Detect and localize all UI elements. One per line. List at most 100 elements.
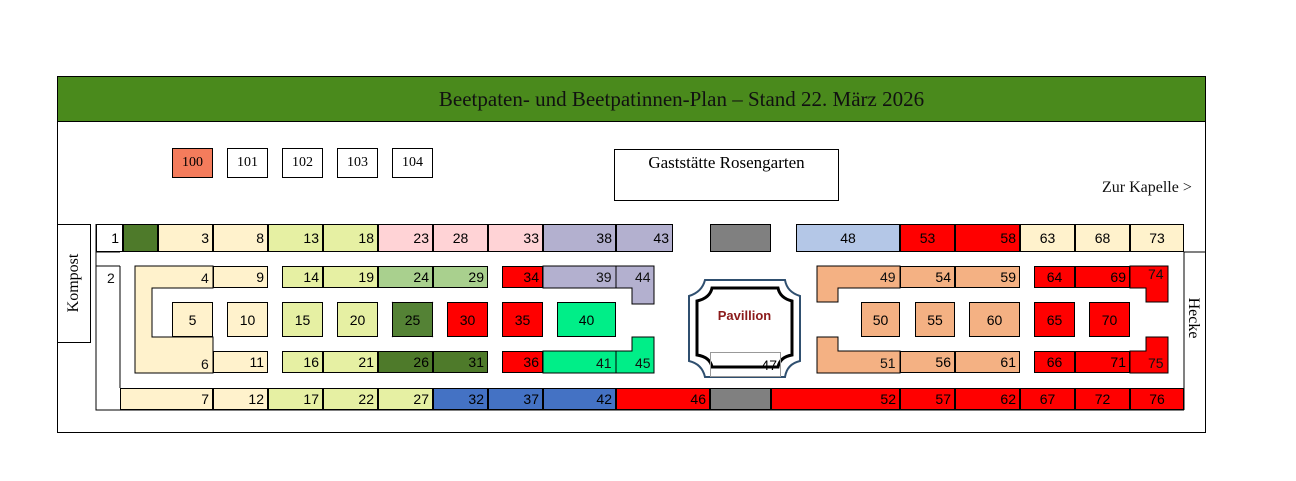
garden-bed-50[interactable]: 50 [861,302,900,337]
garden-bed-32[interactable]: 32 [433,388,488,410]
bed-number: 19 [358,269,374,285]
garden-bed-6-label[interactable]: 6 [201,356,209,372]
garden-bed-102[interactable]: 102 [282,148,323,178]
garden-bed-51-label[interactable]: 51 [880,355,896,371]
garden-bed-2-label[interactable]: 2 [107,270,115,286]
garden-bed-73[interactable]: 73 [1130,224,1184,252]
garden-bed-64[interactable]: 64 [1034,266,1075,288]
garden-bed-53[interactable]: 53 [900,224,955,252]
grey-block [710,224,771,252]
garden-bed-60[interactable]: 60 [969,302,1020,337]
garden-bed-22[interactable]: 22 [323,388,378,410]
garden-bed-48[interactable]: 48 [796,224,900,252]
garden-bed-13[interactable]: 13 [268,224,323,252]
garden-bed-23[interactable]: 23 [378,224,433,252]
bed-number: 5 [188,311,197,328]
garden-bed-28[interactable]: 28 [433,224,488,252]
garden-bed-27[interactable]: 27 [378,388,433,410]
restaurant-building: Gaststätte Rosengarten [614,149,839,201]
garden-bed-69[interactable]: 69 [1075,266,1130,288]
garden-bed-30[interactable]: 30 [447,302,488,337]
garden-bed-76[interactable]: 76 [1130,388,1184,410]
garden-bed-63[interactable]: 63 [1020,224,1075,252]
bed-number: 33 [523,230,539,246]
bed-number: 23 [413,230,429,246]
garden-bed-58[interactable]: 58 [955,224,1020,252]
garden-bed-61[interactable]: 61 [955,351,1020,373]
garden-bed-104[interactable]: 104 [392,148,433,178]
bed-number: 61 [1000,354,1016,370]
garden-bed-15[interactable]: 15 [282,302,323,337]
garden-bed-5[interactable]: 5 [172,302,213,337]
garden-bed-47[interactable]: 47 [710,352,781,377]
bed-number: 40 [578,311,595,328]
garden-bed-34[interactable]: 34 [502,266,543,288]
bed-number: 1 [111,230,119,246]
garden-bed-20[interactable]: 20 [337,302,378,337]
garden-bed-43[interactable]: 43 [616,224,673,252]
bed-number: 60 [986,311,1003,328]
garden-bed-12[interactable]: 12 [213,388,268,410]
garden-bed-36[interactable]: 36 [502,351,543,373]
garden-bed-8[interactable]: 8 [213,224,268,252]
garden-bed-66[interactable]: 66 [1034,351,1075,373]
garden-bed-14[interactable]: 14 [282,266,323,288]
garden-bed-72[interactable]: 72 [1075,388,1130,410]
garden-bed-33[interactable]: 33 [488,224,543,252]
garden-bed-75-label[interactable]: 75 [1148,355,1164,371]
bed-number: 9 [256,269,264,285]
garden-bed-19[interactable]: 19 [323,266,378,288]
garden-bed-55[interactable]: 55 [915,302,955,337]
garden-bed-25[interactable]: 25 [392,302,433,337]
bed-number: 43 [653,230,669,246]
garden-bed-3[interactable]: 3 [158,224,213,252]
garden-bed-44-label[interactable]: 44 [635,269,651,285]
garden-bed-29[interactable]: 29 [433,266,488,288]
garden-bed-74-label[interactable]: 74 [1148,266,1164,282]
garden-bed-42[interactable]: 42 [543,388,616,410]
garden-bed-9[interactable]: 9 [213,266,268,288]
garden-bed-70[interactable]: 70 [1089,302,1130,337]
garden-bed-56[interactable]: 56 [900,351,955,373]
garden-bed-59[interactable]: 59 [955,266,1020,288]
garden-bed-35[interactable]: 35 [502,302,543,337]
garden-bed-57[interactable]: 57 [900,388,955,410]
bed-number: 47 [761,356,777,373]
garden-bed-16[interactable]: 16 [282,351,323,373]
garden-bed-62[interactable]: 62 [955,388,1020,410]
garden-bed-103[interactable]: 103 [337,148,378,178]
garden-bed-17[interactable]: 17 [268,388,323,410]
garden-bed-71[interactable]: 71 [1075,351,1130,373]
garden-bed-18[interactable]: 18 [323,224,378,252]
bed-number: 50 [872,311,889,328]
garden-bed-65[interactable]: 65 [1034,302,1075,337]
bed-number: 48 [840,230,856,246]
garden-bed-26[interactable]: 26 [378,351,433,373]
garden-bed-31[interactable]: 31 [433,351,488,373]
bed-number: 53 [919,230,936,246]
garden-bed-54[interactable]: 54 [900,266,955,288]
garden-bed-46[interactable]: 46 [616,388,710,410]
garden-bed-37[interactable]: 37 [488,388,543,410]
garden-bed-49-label[interactable]: 49 [880,269,896,285]
garden-bed-11[interactable]: 11 [213,351,268,373]
garden-bed-38[interactable]: 38 [543,224,616,252]
garden-bed-4-label[interactable]: 4 [201,270,209,286]
garden-bed-10[interactable]: 10 [227,302,268,337]
garden-bed-41-label[interactable]: 41 [596,355,612,371]
garden-bed-7[interactable]: 7 [120,388,213,410]
garden-bed-24[interactable]: 24 [378,266,433,288]
garden-bed-52[interactable]: 52 [771,388,900,410]
bed-number: 69 [1110,269,1126,285]
garden-bed-45-label[interactable]: 45 [635,355,651,371]
garden-bed-100[interactable]: 100 [172,148,213,178]
garden-bed-68[interactable]: 68 [1075,224,1130,252]
garden-bed-39-label[interactable]: 39 [596,269,612,285]
garden-bed-40[interactable]: 40 [557,302,616,337]
garden-bed-67[interactable]: 67 [1020,388,1075,410]
bed-number: 32 [468,391,484,407]
garden-bed-21[interactable]: 21 [323,351,378,373]
garden-bed-101[interactable]: 101 [227,148,268,178]
garden-bed-1[interactable]: 1 [96,224,123,252]
chapel-direction-label: Zur Kapelle > [1102,179,1192,196]
